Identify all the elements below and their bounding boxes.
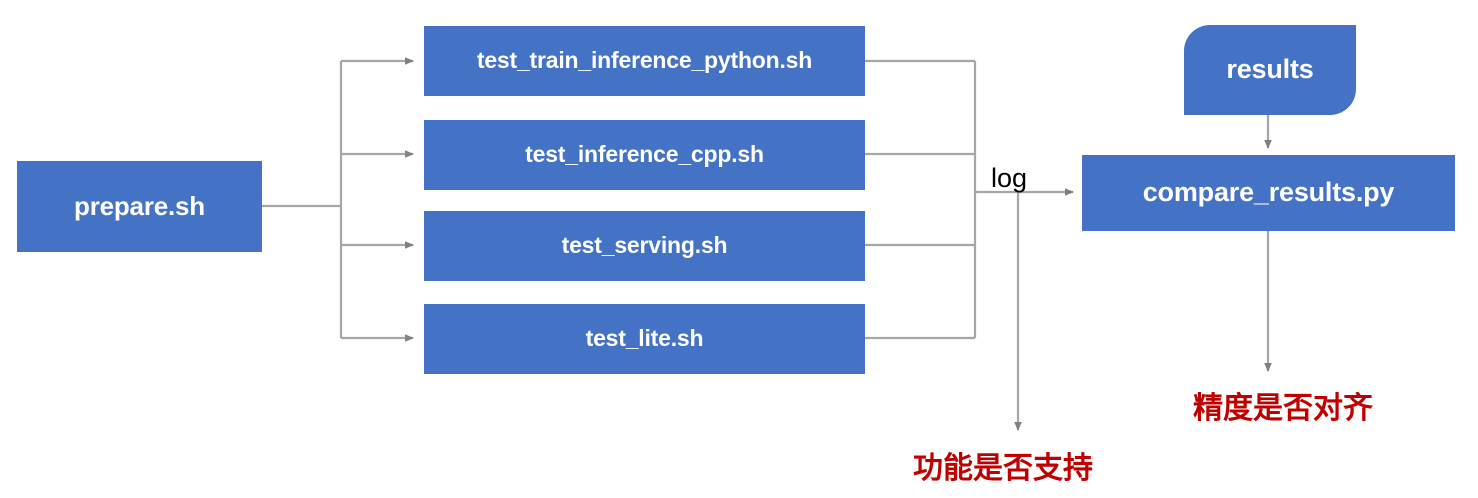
node-test-lite[interactable]: test_lite.sh bbox=[424, 304, 865, 374]
annotation-precision-aligned: 精度是否对齐 bbox=[1193, 392, 1373, 425]
node-compare-results-py[interactable]: compare_results.py bbox=[1082, 155, 1455, 231]
connector-tests-to-merge bbox=[865, 59, 977, 340]
node-test-inference-cpp[interactable]: test_inference_cpp.sh bbox=[424, 120, 865, 190]
node-results[interactable]: results bbox=[1184, 25, 1356, 115]
connector-prepare-to-trunk bbox=[262, 61, 343, 338]
annotation-function-supported: 功能是否支持 bbox=[913, 452, 1093, 485]
edge-label-log: log bbox=[991, 163, 1028, 193]
node-test-serving[interactable]: test_serving.sh bbox=[424, 211, 865, 281]
node-test-train-inference-python[interactable]: test_train_inference_python.sh bbox=[424, 26, 865, 96]
node-prepare-sh[interactable]: prepare.sh bbox=[17, 161, 262, 252]
